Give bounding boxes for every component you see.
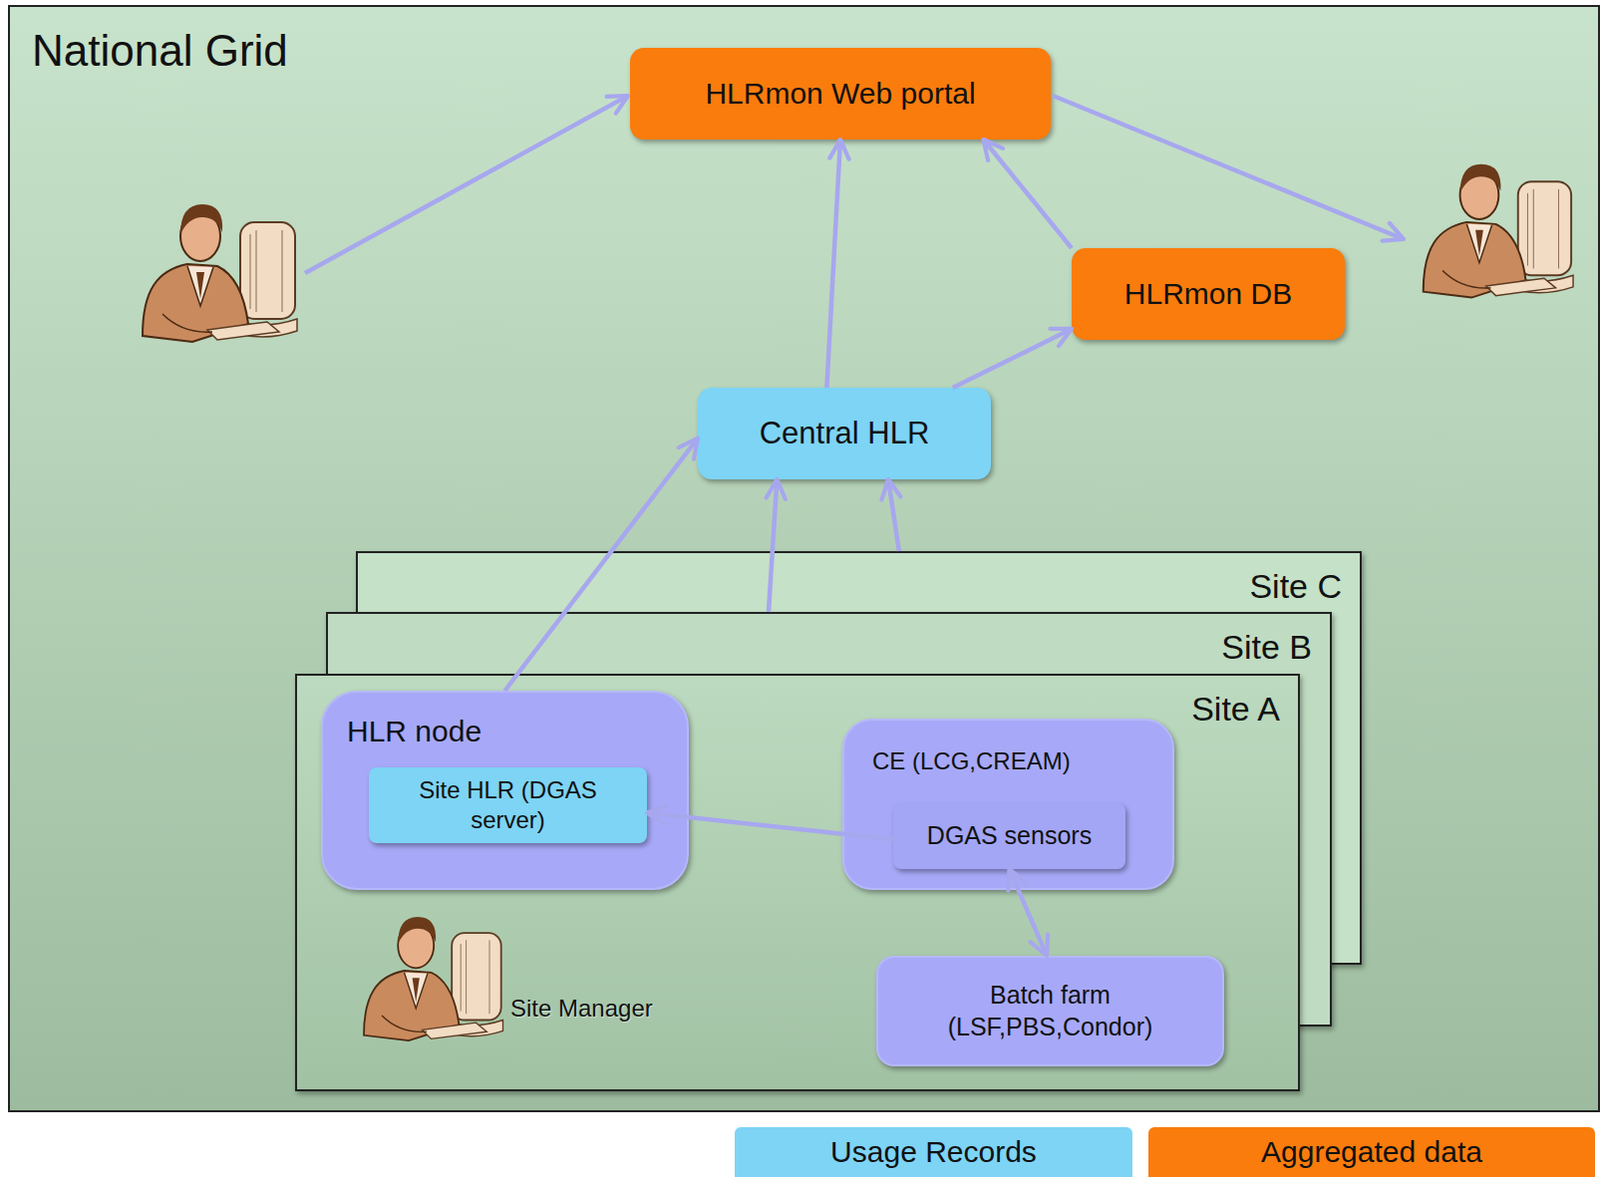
user-arrow — [1052, 95, 1404, 240]
flow-arrow — [505, 438, 699, 691]
box-heading: Site B — [1221, 626, 1312, 669]
box-label: Batch farm (LSF,PBS,Condor) — [931, 979, 1171, 1043]
legend-swatch: Usage Records — [734, 1127, 1133, 1177]
flow-arrow — [826, 139, 841, 388]
connector-layer — [505, 139, 1073, 957]
flow-arrow — [953, 328, 1072, 388]
box-label: Central HLR — [759, 414, 931, 454]
batch-box: Batch farm (LSF,PBS,Condor) — [876, 956, 1225, 1067]
legend-swatch: Aggregated data — [1148, 1127, 1596, 1177]
user-arrow — [305, 95, 629, 274]
flow-arrow — [646, 813, 894, 841]
flow-arrow — [982, 139, 1072, 249]
host-box: Site HLR (DGAS server) HLR node — [320, 690, 689, 891]
box-heading: Site A — [1191, 687, 1280, 731]
server-box: Central HLR — [697, 387, 991, 480]
box-heading: HLR node — [346, 712, 482, 751]
flow-arrow — [768, 479, 777, 613]
legend-label: Usage Records — [830, 1133, 1037, 1172]
flow-arrow — [1009, 869, 1048, 957]
box-label: DGAS sensors — [927, 820, 1092, 852]
flow-arrow — [888, 479, 900, 552]
box-label: HLRmon DB — [1124, 275, 1292, 314]
box-label: HLRmon Web portal — [704, 74, 975, 113]
user-arrows — [305, 95, 1404, 274]
user-icons — [142, 164, 1574, 1041]
host-box: DGAS sensors CE (LCG,CREAM) — [842, 718, 1175, 891]
box-heading: CE (LCG,CREAM) — [872, 746, 1071, 777]
site-manager-icon — [363, 917, 504, 1041]
service-box: Site HLR (DGAS server) — [368, 767, 647, 844]
sensor-box: DGAS sensors — [893, 803, 1126, 870]
database-box: HLRmon DB — [1071, 248, 1345, 340]
user-icon — [1423, 164, 1574, 299]
region-band: HLRmon Web portalHLRmon DB Central HLR Sit… — [7, 4, 1600, 1113]
user-icon — [142, 204, 298, 342]
role-label: Site Manager — [510, 994, 653, 1023]
box-heading: Site C — [1249, 565, 1342, 609]
box-heading: National Grid — [31, 22, 289, 78]
portal-box: HLRmon Web portal — [630, 47, 1051, 140]
legend-label: Aggregated data — [1261, 1133, 1483, 1172]
box-label: Site HLR (DGAS server) — [417, 775, 600, 836]
